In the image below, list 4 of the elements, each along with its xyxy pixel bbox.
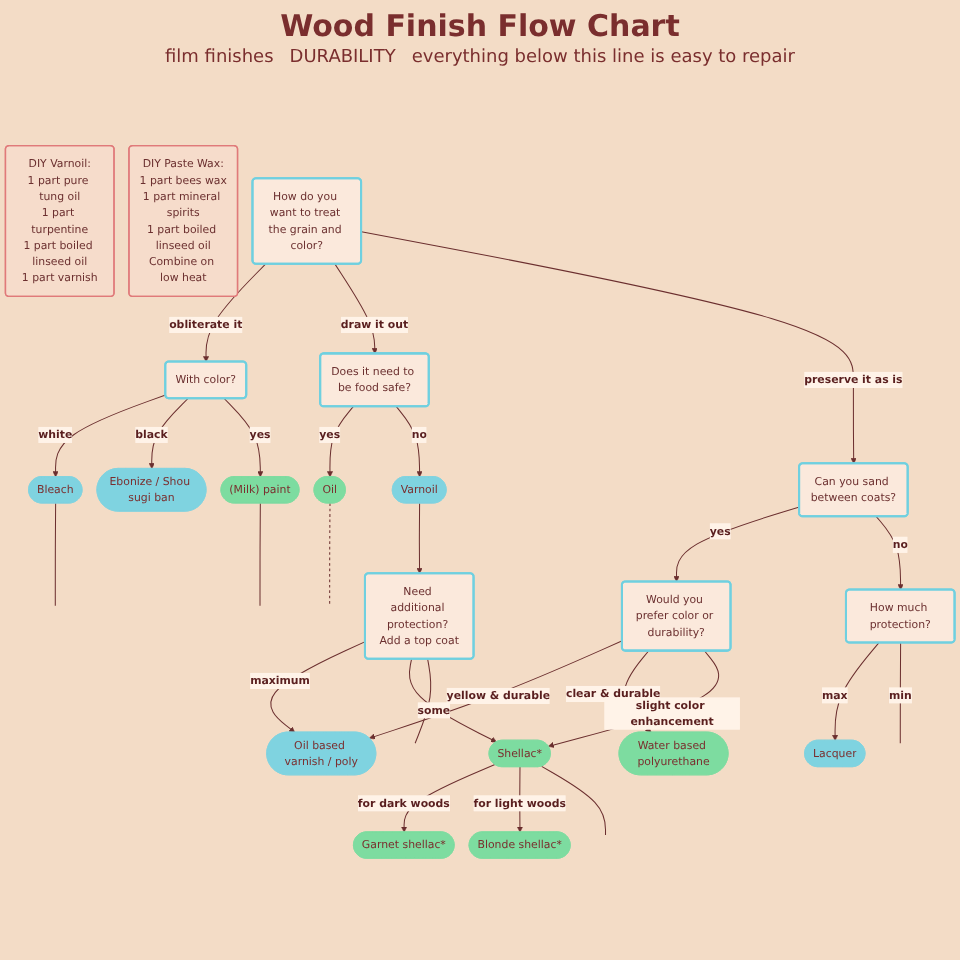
note-text: everything below this line is easy to repair <box>411 48 795 68</box>
title: Wood Finish Flow Chart <box>278 8 682 44</box>
note-text: DURABILITY <box>289 48 396 68</box>
note-text: film finishes <box>164 48 274 68</box>
